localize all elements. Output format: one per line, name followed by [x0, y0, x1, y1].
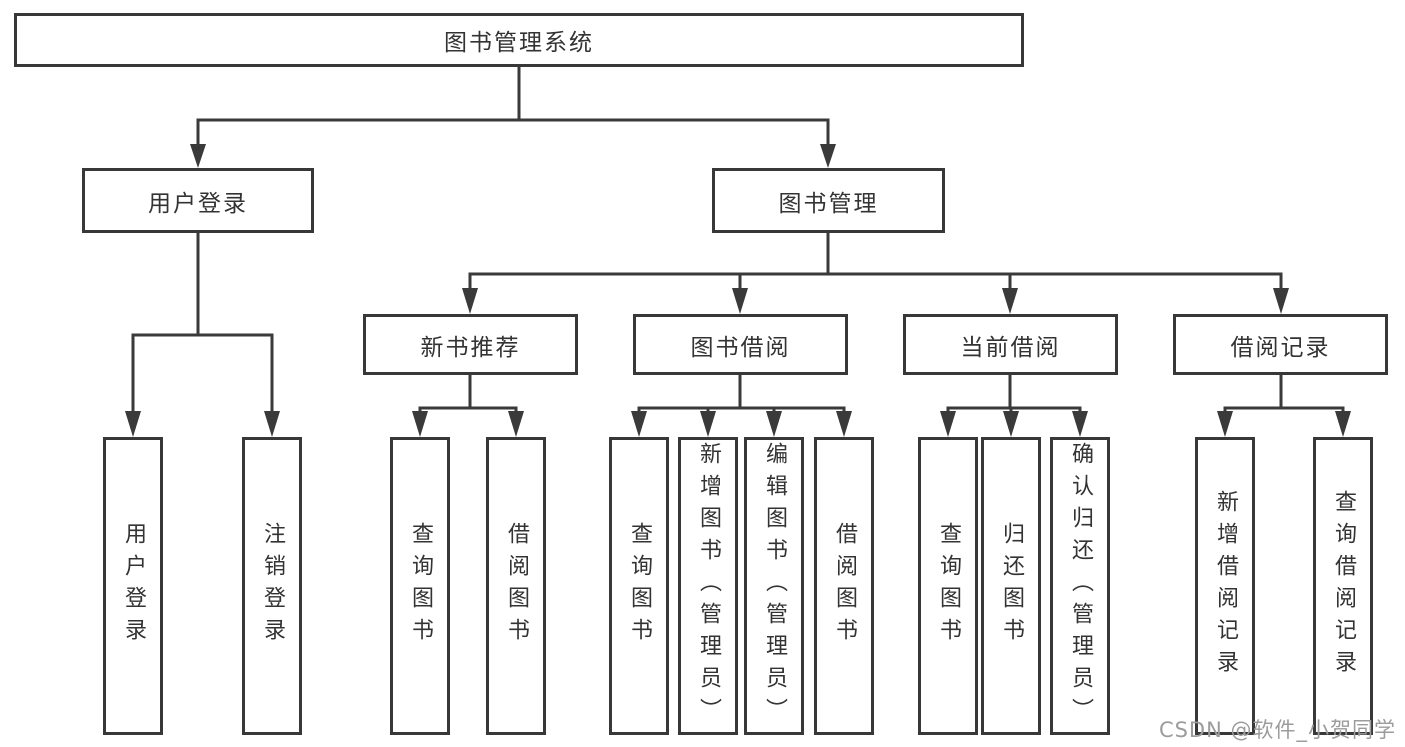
leaf-bb-borrow-books: 借阅图书	[814, 437, 874, 735]
arrow-down-icon	[1335, 411, 1351, 437]
leaf-bb-add-books-admin: 新增图书（管理员）	[678, 437, 738, 735]
node-label: 当前借阅	[960, 334, 1061, 361]
node-new-book-recommend: 新书推荐	[363, 314, 578, 375]
node-system-root: 图书管理系统	[14, 13, 1024, 67]
node-label: 图书借阅	[690, 334, 791, 361]
node-label: 查询图书	[936, 522, 961, 650]
arrow-down-icon	[766, 411, 782, 437]
arrow-down-icon	[508, 411, 524, 437]
leaf-user-login: 用户登录	[103, 437, 163, 735]
leaf-br-add-record: 新增借阅记录	[1195, 437, 1255, 735]
node-label: 用户登录	[148, 190, 248, 217]
arrow-down-icon	[125, 411, 141, 437]
node-current-borrow: 当前借阅	[903, 314, 1118, 375]
leaf-cb-query-books: 查询图书	[918, 437, 978, 735]
node-label: 借阅图书	[504, 522, 529, 650]
node-label: 借阅图书	[832, 522, 857, 650]
leaf-bb-edit-books-admin: 编辑图书（管理员）	[744, 437, 804, 735]
node-label: 图书管理系统	[444, 30, 594, 56]
arrow-down-icon	[820, 144, 836, 168]
node-book-management: 图书管理	[712, 168, 945, 233]
node-label: 查询图书	[408, 522, 433, 650]
leaf-cb-confirm-return-admin: 确认归还（管理员）	[1050, 437, 1110, 735]
arrow-down-icon	[732, 288, 748, 314]
leaf-nbr-query-books: 查询图书	[390, 437, 450, 735]
node-label: 编辑图书（管理员）	[762, 442, 787, 730]
arrow-down-icon	[1273, 288, 1289, 314]
leaf-nbr-borrow-books: 借阅图书	[486, 437, 546, 735]
node-label: 图书管理	[778, 190, 879, 217]
arrow-down-icon	[264, 411, 280, 437]
node-label: 新增图书（管理员）	[696, 442, 721, 730]
watermark: CSDN @软件_小贺同学	[1158, 718, 1396, 742]
arrow-down-icon	[700, 411, 716, 437]
arrow-down-icon	[940, 411, 956, 437]
arrow-down-icon	[1217, 411, 1233, 437]
node-label: 查询借阅记录	[1331, 490, 1356, 682]
leaf-logout: 注销登录	[242, 437, 302, 735]
node-label: 用户登录	[121, 522, 146, 650]
leaf-bb-query-books: 查询图书	[609, 437, 669, 735]
arrow-down-icon	[836, 411, 852, 437]
node-label: 注销登录	[260, 522, 285, 650]
node-label: 新书推荐	[420, 334, 521, 361]
node-label: 确认归还（管理员）	[1068, 442, 1093, 730]
leaf-br-query-record: 查询借阅记录	[1313, 437, 1373, 735]
arrow-down-icon	[1002, 288, 1018, 314]
node-user-login: 用户登录	[82, 168, 314, 233]
arrow-down-icon	[631, 411, 647, 437]
arrow-down-icon	[1003, 411, 1019, 437]
node-borrow-records: 借阅记录	[1173, 314, 1388, 375]
arrow-down-icon	[190, 144, 206, 168]
node-book-borrow: 图书借阅	[633, 314, 848, 375]
leaf-cb-return-books: 归还图书	[981, 437, 1041, 735]
node-label: 查询图书	[627, 522, 652, 650]
node-label: 新增借阅记录	[1213, 490, 1238, 682]
arrow-down-icon	[412, 411, 428, 437]
arrow-down-icon	[1072, 411, 1088, 437]
node-label: 借阅记录	[1230, 334, 1331, 361]
node-label: 归还图书	[999, 522, 1024, 650]
arrow-down-icon	[462, 288, 478, 314]
arrowheads	[125, 144, 1351, 437]
